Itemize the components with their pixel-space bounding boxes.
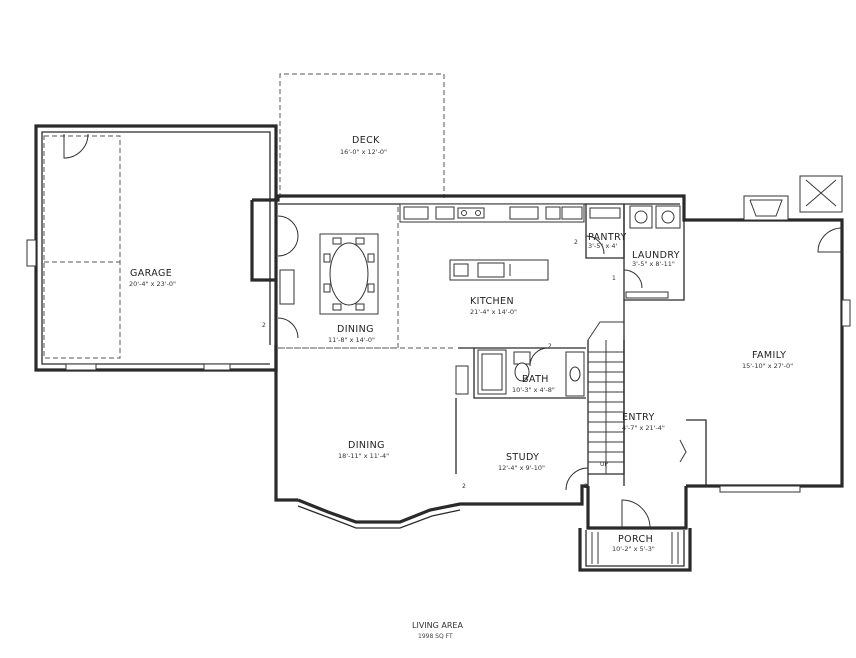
garage-name: GARAGE [130,268,172,279]
dining-lower-dims: 18'-11" x 11'-4" [338,452,389,460]
garage-door-mark: 2 [262,322,266,329]
pantry-dims: 3'-5" x 4' [588,242,618,250]
living-area-value: 1998 SQ FT [418,633,453,640]
porch-dims: 10'-2" x 5'-3" [612,545,655,553]
stairs-entry: UP ENTRY 4'-7" x 21'-4" 2 [584,300,665,529]
laundry-dims: 3'-5" x 8'-11" [632,260,675,268]
deck-name: DECK [352,135,380,146]
dining-lower: DINING 18'-11" x 11'-4" 2 [280,347,466,490]
entry-name: ENTRY [622,412,655,423]
pantry-name: PANTRY [588,232,627,243]
garage-door-swing [63,133,89,159]
garage: GARAGE 20'-4" x 23'-0" 2 [26,124,278,372]
kitchen-dims: 21'-4" x 14'-0" [470,308,517,316]
kitchen: KITCHEN 21'-4" x 14'-0" [399,203,585,316]
kitchen-name: KITCHEN [470,296,514,307]
living-area-label: LIVING AREA [412,621,463,630]
dining-upper: DINING 11'-8" x 14'-0" [277,204,399,349]
bath-dims: 10'-3" x 4'-8" [512,386,555,394]
stair-up-label: UP [600,461,608,468]
entry-door-mark: 2 [584,483,588,490]
laundry-name: LAUNDRY [632,250,680,261]
deck: DECK 16'-0" x 12'-0" [279,73,445,198]
study-dims: 12'-4" x 9'-10" [498,464,545,472]
porch: PORCH 10'-2" x 5'-3" [578,528,692,572]
study-name: STUDY [506,452,539,463]
porch-columns [591,532,679,564]
family-name: FAMILY [752,350,786,361]
dining-door-mark: 2 [462,483,466,490]
stair-treads [588,351,624,463]
study: STUDY 12'-4" x 9'-10" [498,452,589,491]
dining-lower-name: DINING [348,440,385,451]
bath: BATH 10'-3" x 4'-8" 2 [455,343,586,399]
bath-door-mark: 2 [548,343,552,350]
dining-upper-dims: 11'-8" x 14'-0" [328,336,375,344]
laundry-door-mark: 1 [612,275,616,282]
family-dims: 15'-10" x 27'-0" [742,362,793,370]
family: FAMILY 15'-10" x 27'-0" [742,350,793,370]
entry-dims: 4'-7" x 21'-4" [622,424,665,432]
porch-name: PORCH [618,534,653,545]
deck-dims: 16'-0" x 12'-0" [340,148,387,156]
garage-dims: 20'-4" x 23'-0" [129,280,176,288]
pantry-laundry: PANTRY 3'-5" x 4' 2 LAUNDRY 3'-5" x 8'-1… [574,204,685,301]
bath-name: BATH [522,374,549,385]
pantry-door-mark: 2 [574,239,578,246]
dining-upper-name: DINING [337,324,374,335]
living-area-caption: LIVING AREA 1998 SQ FT [412,621,463,640]
front-door-swing [621,499,651,529]
